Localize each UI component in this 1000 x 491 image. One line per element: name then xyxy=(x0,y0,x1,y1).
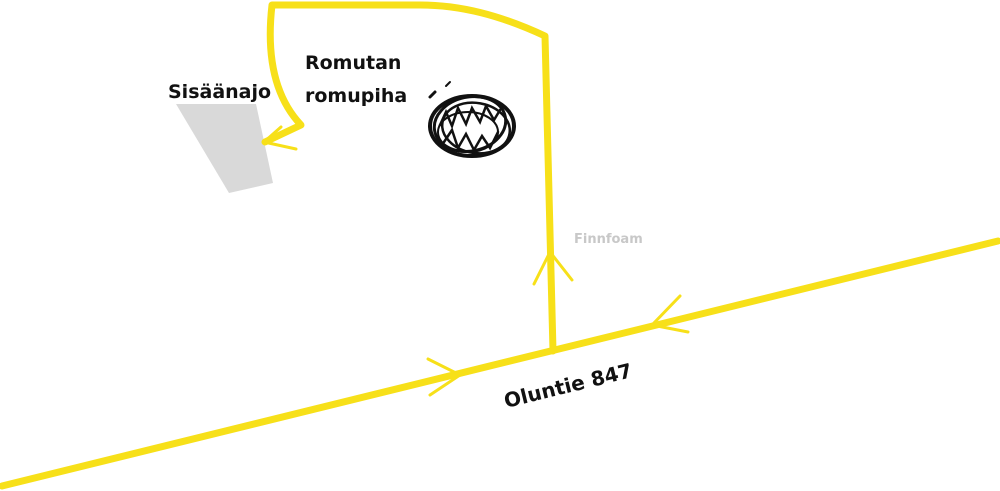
arrow-north-on-route xyxy=(532,250,574,286)
business-label: Finnfoam xyxy=(574,232,643,247)
arrow-east-on-road xyxy=(426,357,462,397)
arrow-west-on-road xyxy=(650,294,690,334)
arrow-into-entrance xyxy=(262,125,298,151)
access-route xyxy=(261,1,557,355)
tire-pile-icon xyxy=(428,81,516,158)
entrance-label: Sisäänajo xyxy=(168,81,271,103)
entrance-area xyxy=(176,104,273,193)
main-road xyxy=(0,237,1000,490)
destination-label-line1: Romutan xyxy=(305,52,401,74)
destination-label-line2: romupiha xyxy=(305,85,407,107)
